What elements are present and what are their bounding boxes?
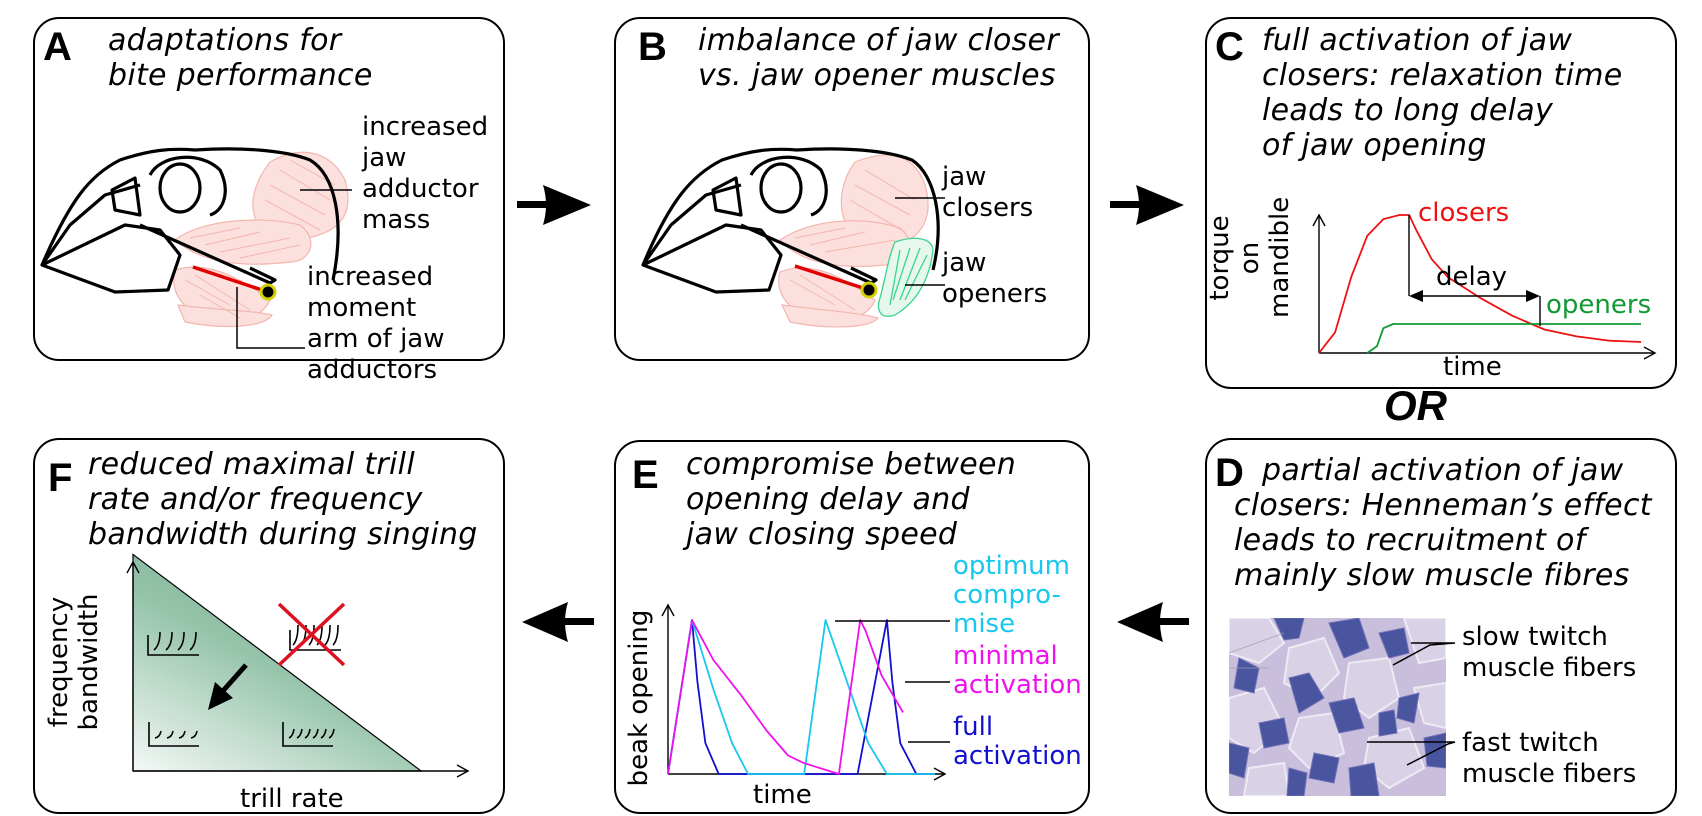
moment-arm-line xyxy=(192,265,263,292)
delay-arrow-left-head xyxy=(1409,290,1423,302)
panel-a-title: adaptations for bite performance xyxy=(108,23,373,93)
muscle-fiber-hatching xyxy=(184,159,336,319)
sonogram-slow-wide-icon xyxy=(147,631,199,656)
moment-arm-line xyxy=(794,264,864,290)
skull-outline xyxy=(641,147,940,294)
full-activation-label: full activation xyxy=(953,712,1082,771)
jaw-joint-pivot xyxy=(259,283,277,301)
panel-d-title: partial activation of jaw closers: Henne… xyxy=(1234,453,1652,593)
closers-series-label: closers xyxy=(1418,198,1510,228)
chart-c-axes xyxy=(1312,213,1657,360)
chart-e-xlabel: time xyxy=(753,780,812,810)
arrow-b-to-c-icon xyxy=(1110,185,1184,225)
panel-d-letter: D xyxy=(1215,451,1244,495)
chart-c-xlabel: time xyxy=(1443,352,1502,382)
optimum-compromise-label: optimum compro- mise xyxy=(953,551,1070,639)
skull-outline xyxy=(40,147,340,294)
decline-arrow-icon xyxy=(208,663,248,710)
panel-c-title: full activation of jaw closers: relaxati… xyxy=(1262,23,1623,163)
performance-limit-area xyxy=(132,553,423,772)
panel-b-leader-lines xyxy=(895,197,945,286)
series-closers-line xyxy=(1318,214,1642,354)
panel-a-leader-lines xyxy=(236,189,352,349)
impossible-cross-icon xyxy=(277,602,346,667)
panel-e-title: compromise between opening delay and jaw… xyxy=(686,447,1017,552)
arrow-a-to-b-icon xyxy=(517,185,591,225)
or-connector: OR xyxy=(1384,382,1447,429)
adductor-mass-label: increased jaw adductor mass xyxy=(362,112,489,235)
fast-twitch-label: fast twitch muscle fibers xyxy=(1462,728,1637,789)
panel-b-letter: B xyxy=(638,25,667,69)
series-optimum-compromise-line xyxy=(667,619,935,775)
openers-series-label: openers xyxy=(1546,290,1652,320)
slow-twitch-label: slow twitch muscle fibers xyxy=(1462,622,1637,683)
panel-e-letter: E xyxy=(632,453,659,497)
panel-b-title: imbalance of jaw closer vs. jaw opener m… xyxy=(698,23,1059,93)
chart-f-xlabel: trill rate xyxy=(240,784,344,814)
jaw-closer-muscle xyxy=(778,154,929,328)
series-minimal-activation-line xyxy=(667,619,904,775)
panel-f-letter: F xyxy=(48,456,73,500)
chart-f-axes xyxy=(126,560,470,778)
arrow-d-to-e-icon xyxy=(1117,602,1189,642)
delay-arrow-right-head xyxy=(1526,290,1540,302)
jaw-closers-label: jaw closers xyxy=(942,162,1034,223)
sonogram-fast-narrow-icon xyxy=(282,722,335,747)
jaw-opener-muscle xyxy=(877,237,934,317)
sonogram-slow-narrow-icon xyxy=(148,722,199,747)
panel-c xyxy=(1205,17,1677,389)
series-full-activation-line xyxy=(667,619,935,775)
panel-a-letter: A xyxy=(43,25,72,69)
chart-e-leader-lines xyxy=(835,620,950,743)
series-openers-line xyxy=(1366,323,1641,354)
muscle-micrograph xyxy=(1229,618,1446,796)
jaw-openers-label: jaw openers xyxy=(942,248,1048,309)
moment-arm-label: increased moment arm of jaw adductors xyxy=(307,262,445,385)
delay-annotation xyxy=(1408,215,1541,326)
panel-c-letter: C xyxy=(1215,25,1244,69)
minimal-activation-label: minimal activation xyxy=(953,641,1082,700)
panel-f-title: reduced maximal trill rate and/or freque… xyxy=(88,447,478,552)
arrow-e-to-f-icon xyxy=(522,602,594,642)
jaw-joint-pivot xyxy=(860,281,878,299)
delay-label: delay xyxy=(1436,262,1508,292)
